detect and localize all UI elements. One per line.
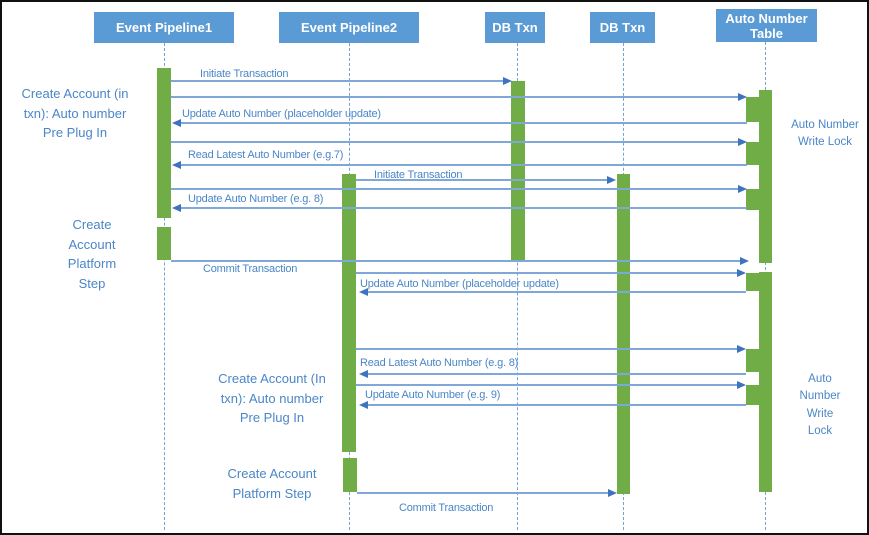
- message-line-read-latest-reply-2: [361, 373, 746, 375]
- ep2-activation-create-account: [342, 174, 356, 452]
- arrowhead-read-latest-reply-2: [359, 369, 368, 378]
- arrowhead-update-placeholder-reply-1: [172, 118, 181, 127]
- write-lock-bar-6: [746, 385, 759, 405]
- message-line-update-placeholder-request-1: [171, 96, 745, 98]
- write-lock-bar-4: [746, 273, 759, 291]
- actor-header-auto-number-table: Auto Number Table: [716, 9, 817, 42]
- note-auto-number-write-lock-1: Auto Number Write Lock: [791, 119, 859, 149]
- message-line-update-auto-number-reply-2: [361, 404, 746, 406]
- message-label-update-placeholder-reply-1: Update Auto Number (placeholder update): [182, 108, 381, 120]
- message-label-commit-transaction-1: Commit Transaction: [203, 263, 298, 275]
- arrowhead-commit-transaction-2: [608, 488, 617, 497]
- message-label-read-latest-reply-1: Read Latest Auto Number (e.g.7): [188, 149, 344, 161]
- message-line-read-latest-request-2: [356, 348, 744, 350]
- note-create-account-platform-2: Create Account Platform Step: [227, 466, 317, 501]
- message-line-update-placeholder-request-2: [356, 272, 744, 274]
- arrowhead-update-placeholder-request-1: [738, 92, 747, 101]
- message-line-initiate-transaction-1: [171, 80, 510, 82]
- message-label-commit-transaction-2: Commit Transaction: [399, 502, 494, 514]
- auto-table-activation-1: [759, 90, 772, 263]
- message-line-update-auto-number-reply-1: [174, 207, 747, 209]
- actor-header-event-pipeline2: Event Pipeline2: [279, 12, 419, 43]
- message-line-read-latest-reply-1: [174, 164, 747, 166]
- ep1-activation-create-account: [157, 68, 171, 218]
- arrowhead-update-placeholder-reply-2: [359, 287, 368, 296]
- actor-header-event-pipeline1: Event Pipeline1: [94, 12, 234, 43]
- arrowhead-read-latest-reply-1: [172, 160, 181, 169]
- db-txn-2-activation: [617, 174, 630, 494]
- message-label-initiate-transaction-1: Initiate Transaction: [200, 68, 289, 80]
- note-create-account-in-txn-1: Create Account (in txn): Auto number Pre…: [21, 86, 129, 140]
- message-label-update-auto-number-reply-2: Update Auto Number (e.g. 9): [365, 389, 501, 401]
- note-auto-number-write-lock-2: Auto Number Write Lock: [799, 373, 841, 437]
- db-txn-1-activation: [511, 81, 525, 262]
- arrowhead-update-auto-number-request-1: [738, 184, 747, 193]
- message-label-update-auto-number-reply-1: Update Auto Number (e.g. 8): [188, 193, 324, 205]
- message-label-initiate-transaction-2: Initiate Transaction: [374, 169, 463, 181]
- message-label-update-placeholder-reply-2: Update Auto Number (placeholder update): [360, 278, 559, 290]
- write-lock-bar-2: [746, 142, 759, 165]
- lifeline-db-txn-1: [517, 43, 518, 530]
- arrowhead-update-auto-number-request-2: [737, 380, 746, 389]
- arrowhead-read-latest-request-2: [737, 344, 746, 353]
- note-create-account-platform-1: Create Account Platform Step: [67, 217, 117, 291]
- arrowhead-update-auto-number-reply-1: [172, 203, 181, 212]
- actor-header-db-txn-1: DB Txn: [485, 12, 545, 43]
- write-lock-bar-5: [746, 349, 759, 372]
- message-line-update-auto-number-request-2: [356, 384, 744, 386]
- arrowhead-read-latest-request-1: [738, 137, 747, 146]
- arrowhead-update-placeholder-request-2: [737, 268, 746, 277]
- write-lock-bar-1: [746, 97, 759, 122]
- message-label-read-latest-reply-2: Read Latest Auto Number (e.g. 8): [360, 357, 519, 369]
- arrowhead-initiate-transaction-1: [503, 76, 512, 85]
- actor-header-db-txn-2: DB Txn: [590, 12, 655, 43]
- message-line-initiate-transaction-2: [356, 179, 614, 181]
- message-line-read-latest-request-1: [171, 141, 745, 143]
- ep1-activation-platform-step: [157, 227, 171, 260]
- message-line-commit-transaction-1: [171, 260, 747, 262]
- arrowhead-update-auto-number-reply-2: [359, 400, 368, 409]
- ep2-activation-platform-step: [343, 458, 357, 492]
- message-line-update-placeholder-reply-1: [174, 122, 747, 124]
- auto-table-activation-2: [759, 272, 772, 492]
- note-create-account-in-txn-2: Create Account (In txn): Auto number Pre…: [218, 371, 326, 425]
- message-line-update-auto-number-request-1: [171, 188, 745, 190]
- lifeline-event-pipeline1: [164, 43, 165, 530]
- arrowhead-initiate-transaction-2: [607, 175, 616, 184]
- message-line-update-placeholder-reply-2: [361, 291, 746, 293]
- arrowhead-commit-transaction-1: [740, 256, 749, 265]
- message-line-commit-transaction-2: [357, 492, 615, 494]
- write-lock-bar-3: [746, 189, 759, 210]
